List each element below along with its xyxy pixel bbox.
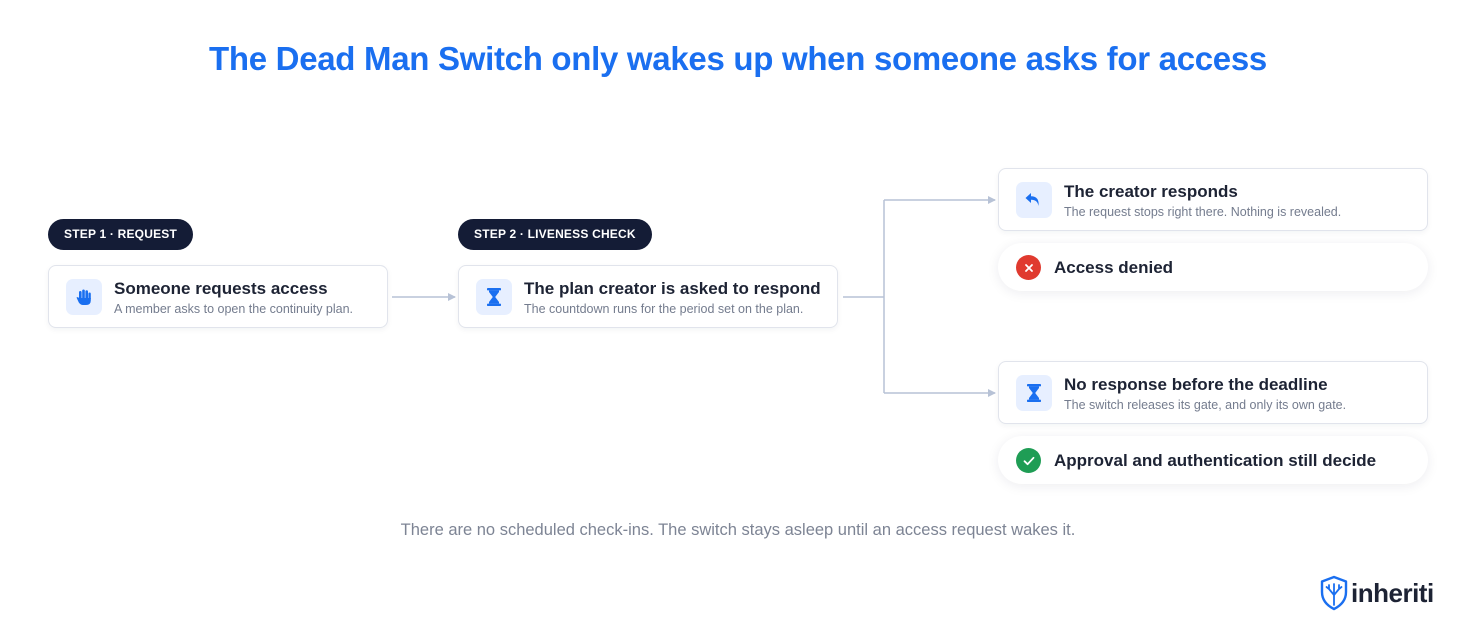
hourglass-icon bbox=[476, 279, 512, 315]
branch-no-response-card: No response before the deadline The swit… bbox=[998, 361, 1428, 424]
step-2-subtitle: The countdown runs for the period set on… bbox=[524, 302, 804, 316]
outcome-approval-authentication-label: Approval and authentication still decide bbox=[1054, 451, 1377, 470]
step-2-card: The plan creator is asked to respond The… bbox=[458, 265, 838, 328]
step-2-title: The plan creator is asked to respond bbox=[524, 279, 821, 298]
check-icon bbox=[1016, 448, 1041, 473]
reply-arrow-icon bbox=[1016, 182, 1052, 218]
branch-no-response-title: No response before the deadline bbox=[1064, 375, 1328, 394]
outcome-approval-authentication: Approval and authentication still decide bbox=[998, 436, 1428, 484]
step-1-pill: STEP 1 · REQUEST bbox=[48, 219, 194, 250]
shield-tree-icon bbox=[1320, 575, 1348, 611]
step-1-subtitle: A member asks to open the continuity pla… bbox=[114, 302, 354, 316]
branch-responds-title: The creator responds bbox=[1064, 182, 1238, 201]
hourglass-icon bbox=[1016, 375, 1052, 411]
branch-responds-subtitle: The request stops right there. Nothing i… bbox=[1064, 205, 1342, 219]
outcome-access-denied: Access denied bbox=[998, 243, 1428, 291]
outcome-access-denied-label: Access denied bbox=[1054, 258, 1174, 277]
step-2-pill: STEP 2 · LIVENESS CHECK bbox=[458, 219, 652, 250]
x-icon bbox=[1016, 255, 1041, 280]
hand-icon bbox=[66, 279, 102, 315]
branch-no-response-subtitle: The switch releases its gate, and only i… bbox=[1064, 398, 1347, 412]
logo-wordmark: inheriti bbox=[1351, 578, 1434, 608]
branch-responds-card: The creator responds The request stops r… bbox=[998, 168, 1428, 231]
step-1-title: Someone requests access bbox=[114, 279, 328, 298]
inheriti-logo: inheriti bbox=[1320, 575, 1434, 613]
page-title: The Dead Man Switch only wakes up when s… bbox=[209, 40, 1267, 77]
step-1-card: Someone requests access A member asks to… bbox=[48, 265, 388, 328]
footnote: There are no scheduled check-ins. The sw… bbox=[400, 521, 1076, 539]
